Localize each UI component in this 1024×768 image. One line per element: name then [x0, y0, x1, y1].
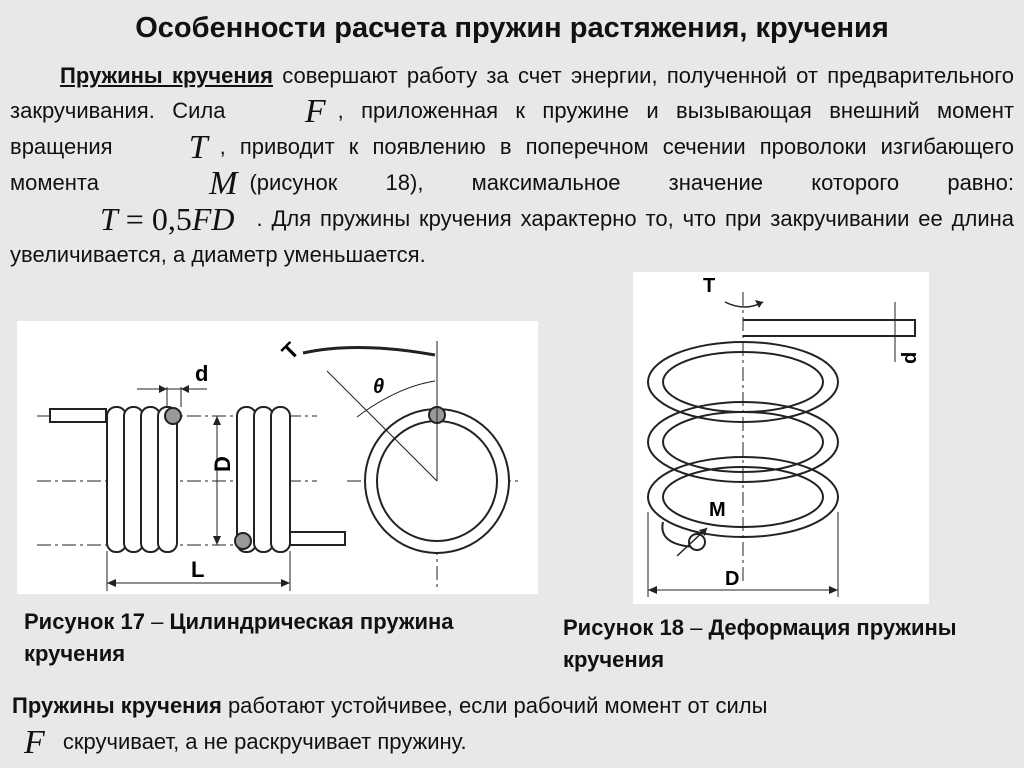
footer-text-1: работают устойчивее, если рабочий момент…	[221, 693, 768, 718]
footer-term: Пружины кручения	[12, 693, 222, 718]
intro-text-3: , приводит к появлению в поперечном сече…	[10, 134, 1015, 195]
caption-17-dash: –	[145, 609, 170, 634]
label-L: L	[191, 557, 204, 582]
label-d: d	[195, 361, 208, 386]
symbol-torque: T	[188, 129, 208, 166]
intro-text-5: . Для пружины кручения характерно то, чт…	[10, 206, 1014, 267]
caption-18-text: Деформация пружины кручения	[563, 615, 957, 672]
label-theta: θ	[373, 376, 384, 398]
label-D: D	[210, 456, 235, 472]
caption-17-text: Цилиндрическая пружина кручения	[24, 609, 454, 666]
caption-figure-18: Рисунок 18 – Деформация пружины кручения	[563, 612, 983, 676]
term-torsion-springs: Пружины кручения	[60, 63, 273, 88]
label-T: T	[277, 337, 305, 365]
symbol-moment: M	[209, 165, 238, 202]
figure-17-cylindrical-spring: d D L T θ	[17, 321, 538, 594]
label-d: d	[899, 352, 921, 364]
figure-18-drawing: T d M D	[647, 275, 921, 597]
label-T: T	[703, 275, 715, 297]
figure-18-spring-deformation: T d M D	[633, 272, 929, 604]
caption-figure-17: Рисунок 17 – Цилиндрическая пружина круч…	[24, 606, 524, 670]
formula-rhs: FD	[191, 201, 235, 237]
intro-paragraph: Пружины кручения совершают работу за сче…	[10, 58, 1014, 272]
formula-eq: = 0,5	[117, 201, 192, 237]
page-title: Особенности расчета пружин растяжения, к…	[135, 12, 889, 44]
symbol-force: F	[304, 93, 326, 130]
formula-lhs: T	[100, 201, 118, 237]
caption-18-number: Рисунок 18	[563, 615, 684, 640]
formula: T = 0,5FD	[50, 202, 235, 237]
intro-text-4: (рисунок 18), максимальное значение кото…	[249, 170, 1014, 195]
caption-18-dash: –	[684, 615, 709, 640]
footer-symbol-force: F	[24, 724, 45, 761]
label-M: M	[709, 499, 726, 521]
footer-text-2: скручивает, а не раскручивает пружину.	[56, 729, 467, 754]
intro-text-2: , приложенная к пружине и вызывающая вне…	[10, 98, 1014, 159]
footer-paragraph: Пружины кручения работают устойчивее, ес…	[12, 688, 1012, 761]
label-D: D	[725, 568, 739, 590]
intro-text-1: совершают работу за счет энергии, получе…	[10, 63, 1014, 123]
figure-17-drawing: d D L T θ	[37, 337, 522, 591]
caption-17-number: Рисунок 17	[24, 609, 145, 634]
